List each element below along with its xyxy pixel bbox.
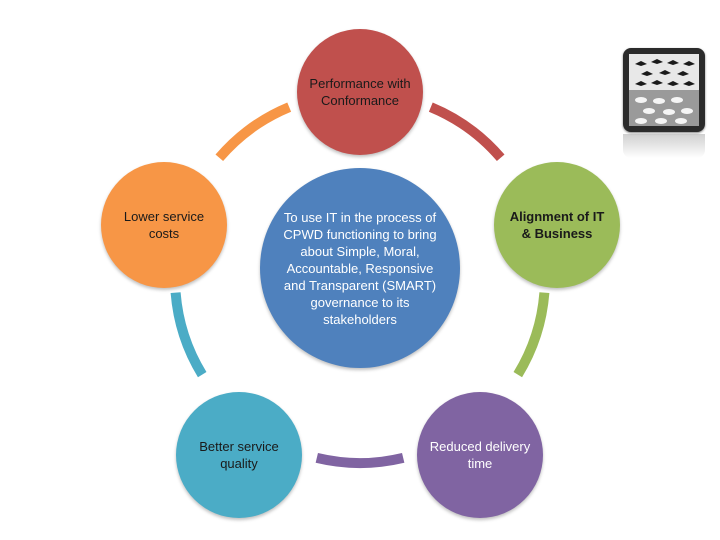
arc-reduced-to-better: [315, 453, 405, 469]
center-goal-text: To use IT in the process of CPWD functio…: [283, 209, 437, 327]
tessellation-photo-icon: [629, 54, 699, 126]
node-lower-costs: Lower service costs: [101, 162, 227, 288]
node-alignment-text: Alignment of IT & Business: [509, 209, 605, 241]
arc-lower-to-performance: [215, 102, 292, 162]
tessellation-photo: [623, 48, 705, 132]
center-goal-node: To use IT in the process of CPWD functio…: [260, 168, 460, 368]
node-reduced-delivery-text: Reduced delivery time: [429, 439, 531, 471]
node-better-quality: Better service quality: [176, 392, 302, 518]
node-performance-text: Performance with Conformance: [309, 76, 411, 108]
node-lower-costs-text: Lower service costs: [123, 209, 205, 241]
arc-better-to-lower: [170, 292, 207, 378]
node-performance: Performance with Conformance: [297, 29, 423, 155]
node-alignment: Alignment of IT & Business: [494, 162, 620, 288]
photo-reflection: [623, 134, 705, 158]
node-better-quality-text: Better service quality: [199, 439, 279, 471]
node-reduced-delivery: Reduced delivery time: [417, 392, 543, 518]
arc-performance-to-alignment: [428, 102, 505, 162]
arc-alignment-to-reduced: [513, 292, 550, 378]
